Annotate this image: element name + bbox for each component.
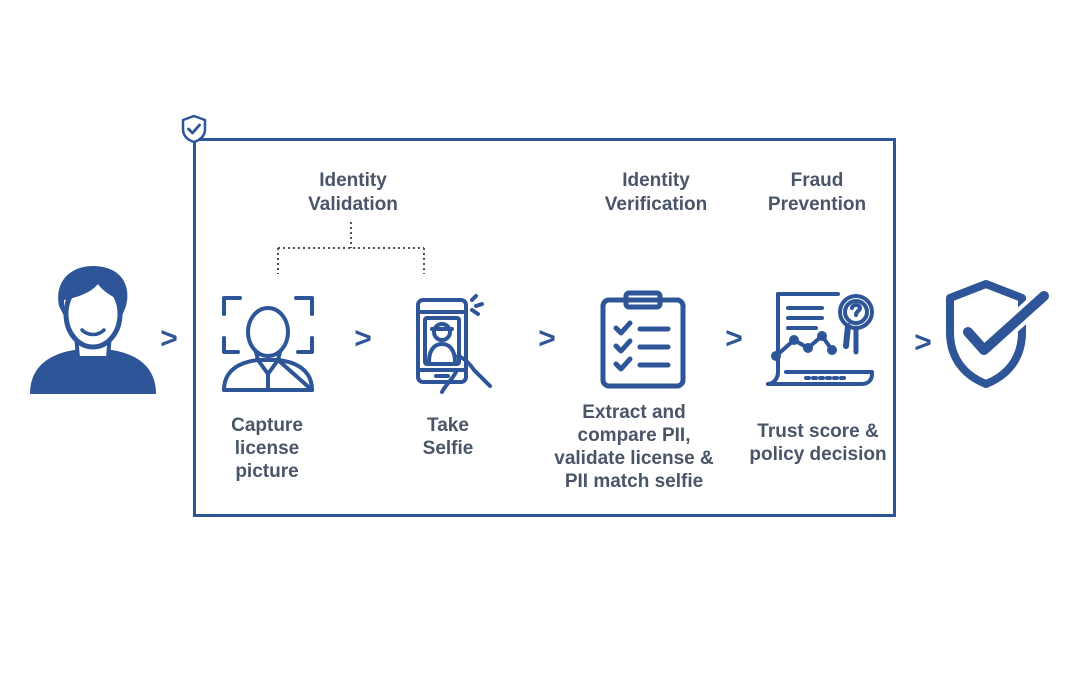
shield-badge-icon — [181, 114, 207, 144]
chevron-right-icon: > — [354, 322, 372, 355]
step-caption-trust-score: Trust score & policy decision — [749, 421, 887, 465]
chevron-right-icon: > — [914, 326, 932, 359]
heading-identity-verification: Identity Verification — [604, 170, 708, 215]
chevron-right-icon: > — [538, 322, 556, 355]
step-caption-extract-compare: Extract and compare PII, validate licens… — [554, 402, 714, 492]
chevron-right-icon: > — [725, 322, 743, 355]
report-magnifier-icon — [766, 292, 874, 386]
verified-shield-icon — [946, 280, 1053, 388]
step-caption-capture-license: Capture license picture — [231, 415, 303, 482]
phone-selfie-icon — [416, 294, 492, 394]
process-frame — [193, 138, 896, 517]
user-icon — [30, 266, 156, 394]
chevron-right-icon: > — [160, 322, 178, 355]
group-bracket — [277, 222, 425, 274]
clipboard-checklist-icon — [600, 290, 686, 389]
heading-fraud-prevention: Fraud Prevention — [767, 170, 867, 215]
heading-identity-validation: Identity Validation — [308, 170, 398, 215]
face-scan-icon — [222, 296, 314, 392]
step-caption-take-selfie: Take Selfie — [422, 415, 474, 459]
